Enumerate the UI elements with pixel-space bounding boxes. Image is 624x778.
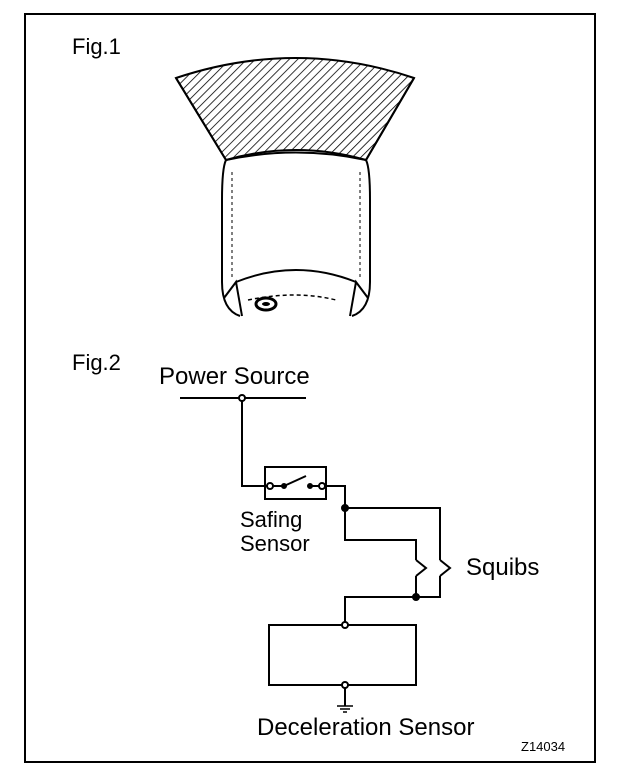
- wire-top-bus: [345, 507, 441, 560]
- pointer-line-right: [365, 77, 415, 161]
- deceleration-sensor-label: Deceleration Sensor: [257, 714, 475, 741]
- pointer-line-left: [175, 77, 227, 161]
- deceleration-sensor-box: [268, 624, 417, 686]
- steering-column-side-left: [223, 279, 243, 317]
- wire-inner-top: [344, 508, 417, 560]
- squib-2-symbol: [439, 559, 452, 577]
- squibs-label: Squibs: [466, 554, 540, 581]
- fig1-illustration: [174, 57, 416, 317]
- steering-pad-inner-outline: [231, 172, 361, 280]
- safing-switch-blade: [283, 475, 307, 487]
- wire-power-to-safing: [241, 401, 268, 487]
- safing-contact-right: [318, 482, 326, 490]
- safing-sensor-label: Safing Sensor: [240, 508, 310, 556]
- safing-sensor-label-line1: Safing: [240, 507, 303, 532]
- safing-sensor-box: [264, 466, 327, 500]
- safing-sensor-label-line2: Sensor: [240, 531, 310, 556]
- decel-contact-top: [341, 621, 349, 629]
- power-source-label: Power Source: [159, 363, 310, 390]
- steering-column-arc: [235, 269, 357, 283]
- power-node: [238, 394, 246, 402]
- steering-pad-top: [225, 151, 367, 161]
- figure-code: Z14034: [521, 739, 566, 754]
- wire-safing-out: [325, 485, 346, 508]
- steering-base-plate: [247, 294, 337, 301]
- decel-contact-bottom: [341, 681, 349, 689]
- fig1-label: Fig.1: [72, 34, 121, 59]
- center-bolt-hole: [262, 302, 270, 306]
- steering-pad: [221, 159, 371, 317]
- hatched-airbag-area: [174, 57, 416, 162]
- squib-1-symbol: [415, 559, 428, 577]
- wire-bottom-bus: [344, 576, 441, 622]
- junction-bottom: [412, 593, 420, 601]
- fig2-label: Fig.2: [72, 350, 121, 375]
- figure-frame: [24, 13, 596, 763]
- steering-column-side-right: [349, 279, 369, 317]
- safing-contact-left: [266, 482, 274, 490]
- fig2-circuit: [180, 394, 452, 713]
